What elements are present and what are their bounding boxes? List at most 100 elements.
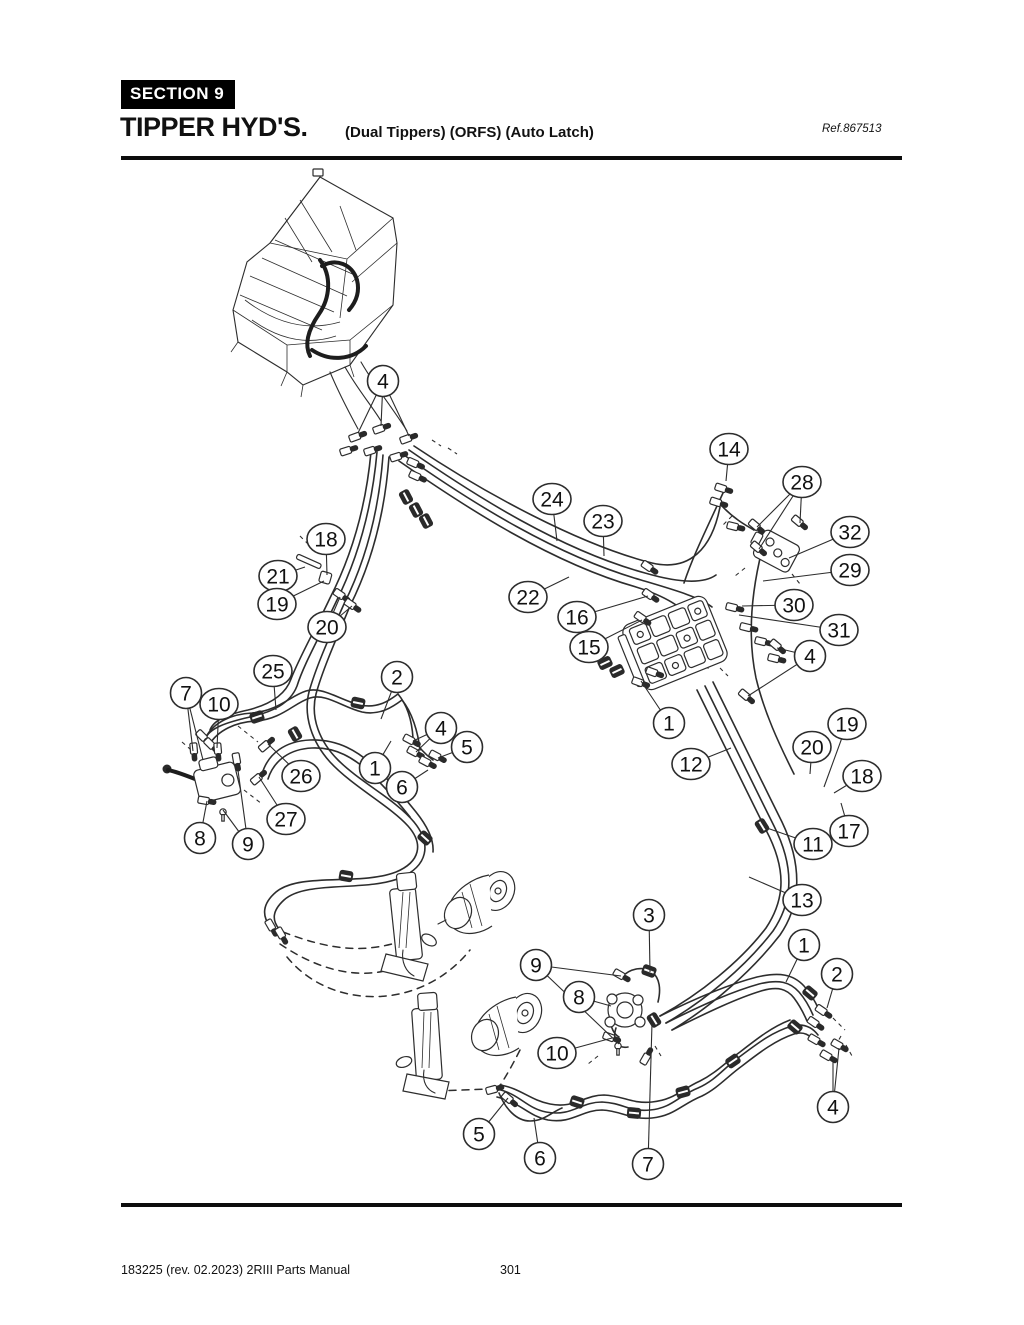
- svg-text:25: 25: [261, 661, 284, 684]
- callout-27-26: 27: [266, 802, 306, 836]
- latch-valve: [604, 992, 646, 1056]
- callout-7-46: 7: [631, 1147, 665, 1181]
- callout-29-7: 29: [830, 553, 870, 587]
- hydraulic-cylinder-upper: [380, 871, 437, 982]
- callout-2-20: 2: [380, 660, 414, 694]
- svg-text:3: 3: [643, 905, 655, 928]
- callout-9-38: 9: [519, 948, 553, 982]
- svg-text:26: 26: [289, 766, 312, 789]
- callout-8-39: 8: [562, 980, 596, 1014]
- svg-text:18: 18: [314, 529, 337, 552]
- svg-text:1: 1: [798, 935, 810, 958]
- svg-text:4: 4: [804, 646, 816, 669]
- svg-text:17: 17: [837, 821, 860, 844]
- callout-19-15: 19: [257, 587, 297, 621]
- svg-text:9: 9: [242, 834, 254, 857]
- hydraulic-motor-upper: [437, 871, 516, 935]
- svg-text:31: 31: [827, 620, 850, 643]
- svg-text:5: 5: [473, 1124, 485, 1147]
- svg-text:6: 6: [396, 777, 408, 800]
- callout-8-27: 8: [183, 821, 217, 855]
- page-title: TIPPER HYD'S.: [120, 112, 308, 142]
- callout-5-44: 5: [462, 1117, 496, 1151]
- callout-10-18: 10: [199, 687, 239, 721]
- callout-20-31: 20: [792, 730, 832, 764]
- svg-text:1: 1: [369, 758, 381, 781]
- callout-16-10: 16: [557, 600, 597, 634]
- callout-25-19: 25: [253, 654, 293, 688]
- pin-and-nut-18-21: [295, 553, 364, 615]
- callout-7-17: 7: [169, 676, 203, 710]
- footer-doc-info: 183225 (rev. 02.2023) 2RIII Parts Manual: [121, 1263, 351, 1277]
- callout-4-43: 4: [816, 1090, 850, 1124]
- ref-number: Ref.867513: [822, 123, 882, 135]
- leader-line-7: [647, 1022, 653, 1165]
- callout-3-37: 3: [632, 898, 666, 932]
- svg-text:15: 15: [577, 637, 600, 660]
- footer-page-number: 301: [500, 1263, 521, 1277]
- svg-text:2: 2: [391, 667, 403, 690]
- callout-5-23: 5: [450, 730, 484, 764]
- svg-text:22: 22: [516, 587, 539, 610]
- svg-text:6: 6: [534, 1148, 546, 1171]
- svg-text:11: 11: [802, 834, 824, 857]
- callout-2-42: 2: [820, 957, 854, 991]
- svg-text:23: 23: [591, 511, 614, 534]
- svg-text:5: 5: [461, 737, 473, 760]
- svg-text:14: 14: [717, 439, 741, 462]
- callout-6-45: 6: [523, 1141, 557, 1175]
- svg-text:4: 4: [827, 1097, 839, 1120]
- svg-text:24: 24: [540, 489, 564, 512]
- control-valve-bank: [617, 595, 728, 691]
- callout-21-14: 21: [258, 559, 298, 593]
- svg-text:30: 30: [782, 595, 805, 618]
- callout-15-11: 15: [569, 630, 609, 664]
- svg-text:2: 2: [831, 964, 843, 987]
- callout-22-3: 22: [508, 580, 548, 614]
- callout-1-41: 1: [787, 928, 821, 962]
- callout-12-30: 12: [671, 747, 711, 781]
- svg-text:29: 29: [838, 560, 861, 583]
- section-badge: SECTION 9: [121, 80, 236, 109]
- svg-text:7: 7: [180, 683, 192, 706]
- hose-bundle-diagonal-right: [659, 681, 798, 1031]
- callout-6-24: 6: [385, 770, 419, 804]
- callout-14-4: 14: [709, 432, 749, 466]
- callout-17-34: 17: [829, 814, 869, 848]
- lever-valve: [162, 751, 243, 822]
- callout-11-35: 11: [793, 827, 833, 861]
- svg-text:20: 20: [315, 617, 338, 640]
- svg-text:20: 20: [800, 737, 823, 760]
- svg-text:18: 18: [850, 766, 873, 789]
- hose-bundle-top-right: [398, 445, 795, 775]
- svg-text:16: 16: [565, 607, 588, 630]
- callout-18-13: 18: [306, 522, 346, 556]
- svg-text:19: 19: [265, 594, 288, 617]
- callout-30-8: 30: [774, 588, 814, 622]
- svg-text:28: 28: [790, 472, 813, 495]
- header-rule: [121, 156, 902, 160]
- callout-31-9: 31: [819, 613, 859, 647]
- callout-23-2: 23: [583, 504, 623, 538]
- svg-text:27: 27: [274, 809, 297, 832]
- hose-bundle-bottom: [496, 1019, 819, 1122]
- svg-text:21: 21: [266, 566, 289, 589]
- callout-10-40: 10: [537, 1036, 577, 1070]
- callout-4-12: 4: [793, 639, 827, 673]
- svg-text:1: 1: [663, 713, 675, 736]
- svg-text:9: 9: [530, 955, 542, 978]
- tipper-hopper-sketch: [230, 168, 408, 432]
- svg-text:13: 13: [790, 890, 813, 913]
- callout-26-25: 26: [281, 759, 321, 793]
- callout-4-22: 4: [424, 711, 458, 745]
- hydraulic-motor-lower: [470, 992, 543, 1057]
- footer-rule: [121, 1203, 902, 1207]
- callout-32-6: 32: [830, 515, 870, 549]
- callout-20-16: 20: [307, 610, 347, 644]
- svg-text:4: 4: [377, 371, 389, 394]
- callout-1-21: 1: [358, 751, 392, 785]
- svg-text:12: 12: [679, 754, 702, 777]
